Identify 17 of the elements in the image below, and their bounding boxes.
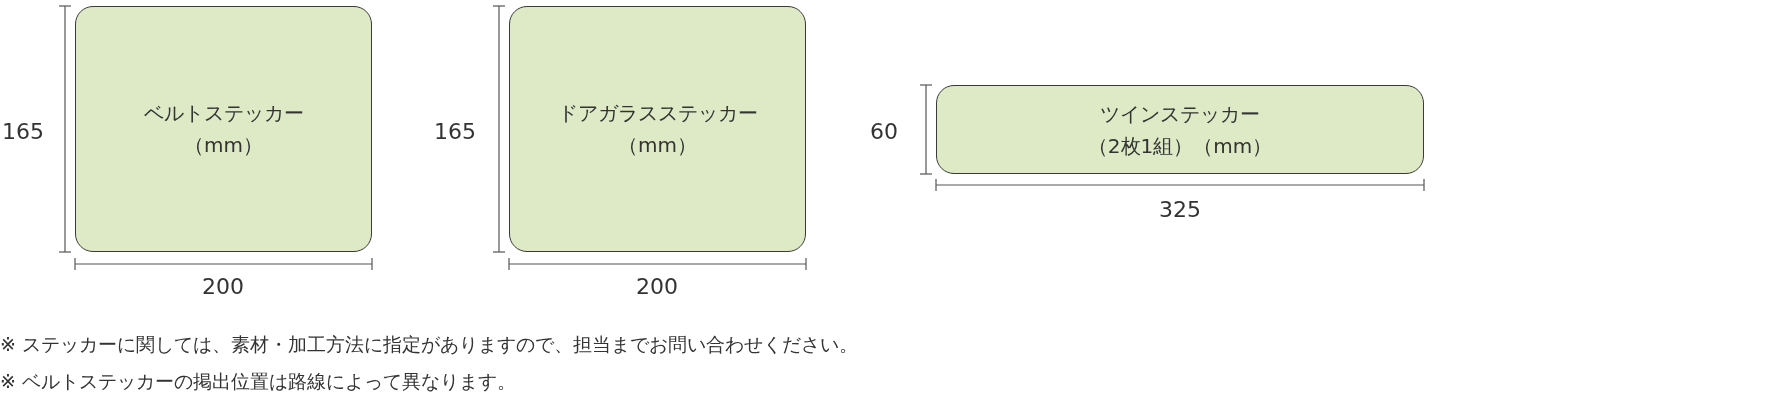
note-text: ※ ステッカーに関しては、素材・加工方法に指定がありますので、担当までお問い合わせください。 (0, 332, 858, 357)
unit-text: （mm） (618, 132, 697, 159)
unit-text: （2枚1組）（mm） (1087, 132, 1273, 160)
dimension-label: 165 (2, 118, 44, 144)
sticker-name: ドアガラスステッカー (557, 100, 758, 127)
dimension-label: 60 (870, 118, 898, 144)
sticker-size-box (509, 6, 806, 252)
sticker-name: ツインステッカー (1100, 100, 1260, 128)
dimension-label: 200 (202, 273, 244, 299)
dimension-label: 200 (636, 273, 678, 299)
note-text: ※ ベルトステッカーの掲出位置は路線によって異なります。 (0, 369, 516, 394)
dimension-label: 165 (434, 118, 476, 144)
unit-text: （mm） (184, 132, 263, 159)
dimension-label: 325 (1159, 196, 1201, 222)
sticker-size-box (936, 85, 1424, 174)
sticker-size-box (75, 6, 372, 252)
sticker-name: ベルトステッカー (143, 100, 304, 127)
